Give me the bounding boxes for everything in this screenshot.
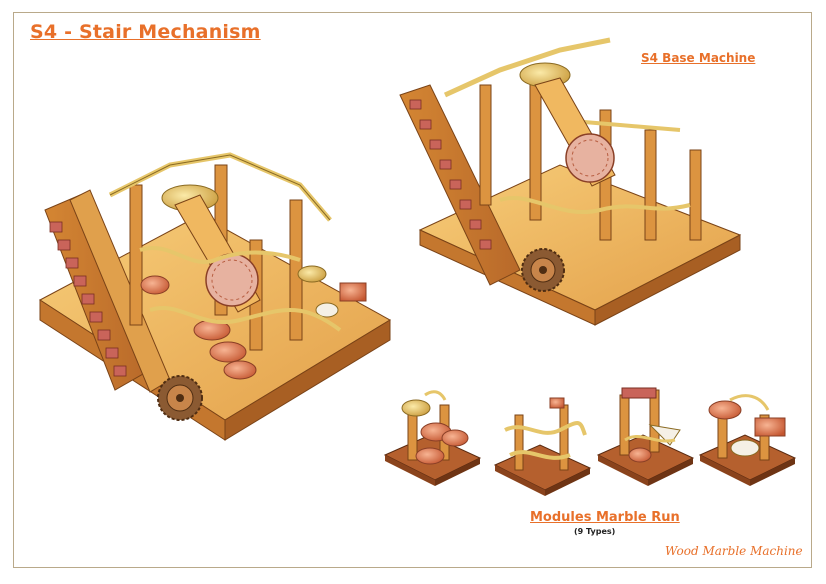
module-lift-illustration [596, 387, 695, 486]
module-basin-illustration [698, 394, 797, 486]
base-machine-label: S4 Base Machine [641, 51, 756, 65]
stair-mechanism-illustration [39, 152, 391, 441]
page-title: S4 - Stair Mechanism [30, 21, 261, 43]
modules-label: Modules Marble Run [530, 510, 680, 525]
page-frame [13, 12, 812, 568]
module-bowls-illustration [383, 390, 482, 486]
credit-text: Wood Marble Machine [665, 544, 803, 558]
modules-count-label: (9 Types) [574, 527, 616, 536]
module-track-illustration [493, 397, 592, 496]
base-machine-illustration [399, 37, 742, 326]
